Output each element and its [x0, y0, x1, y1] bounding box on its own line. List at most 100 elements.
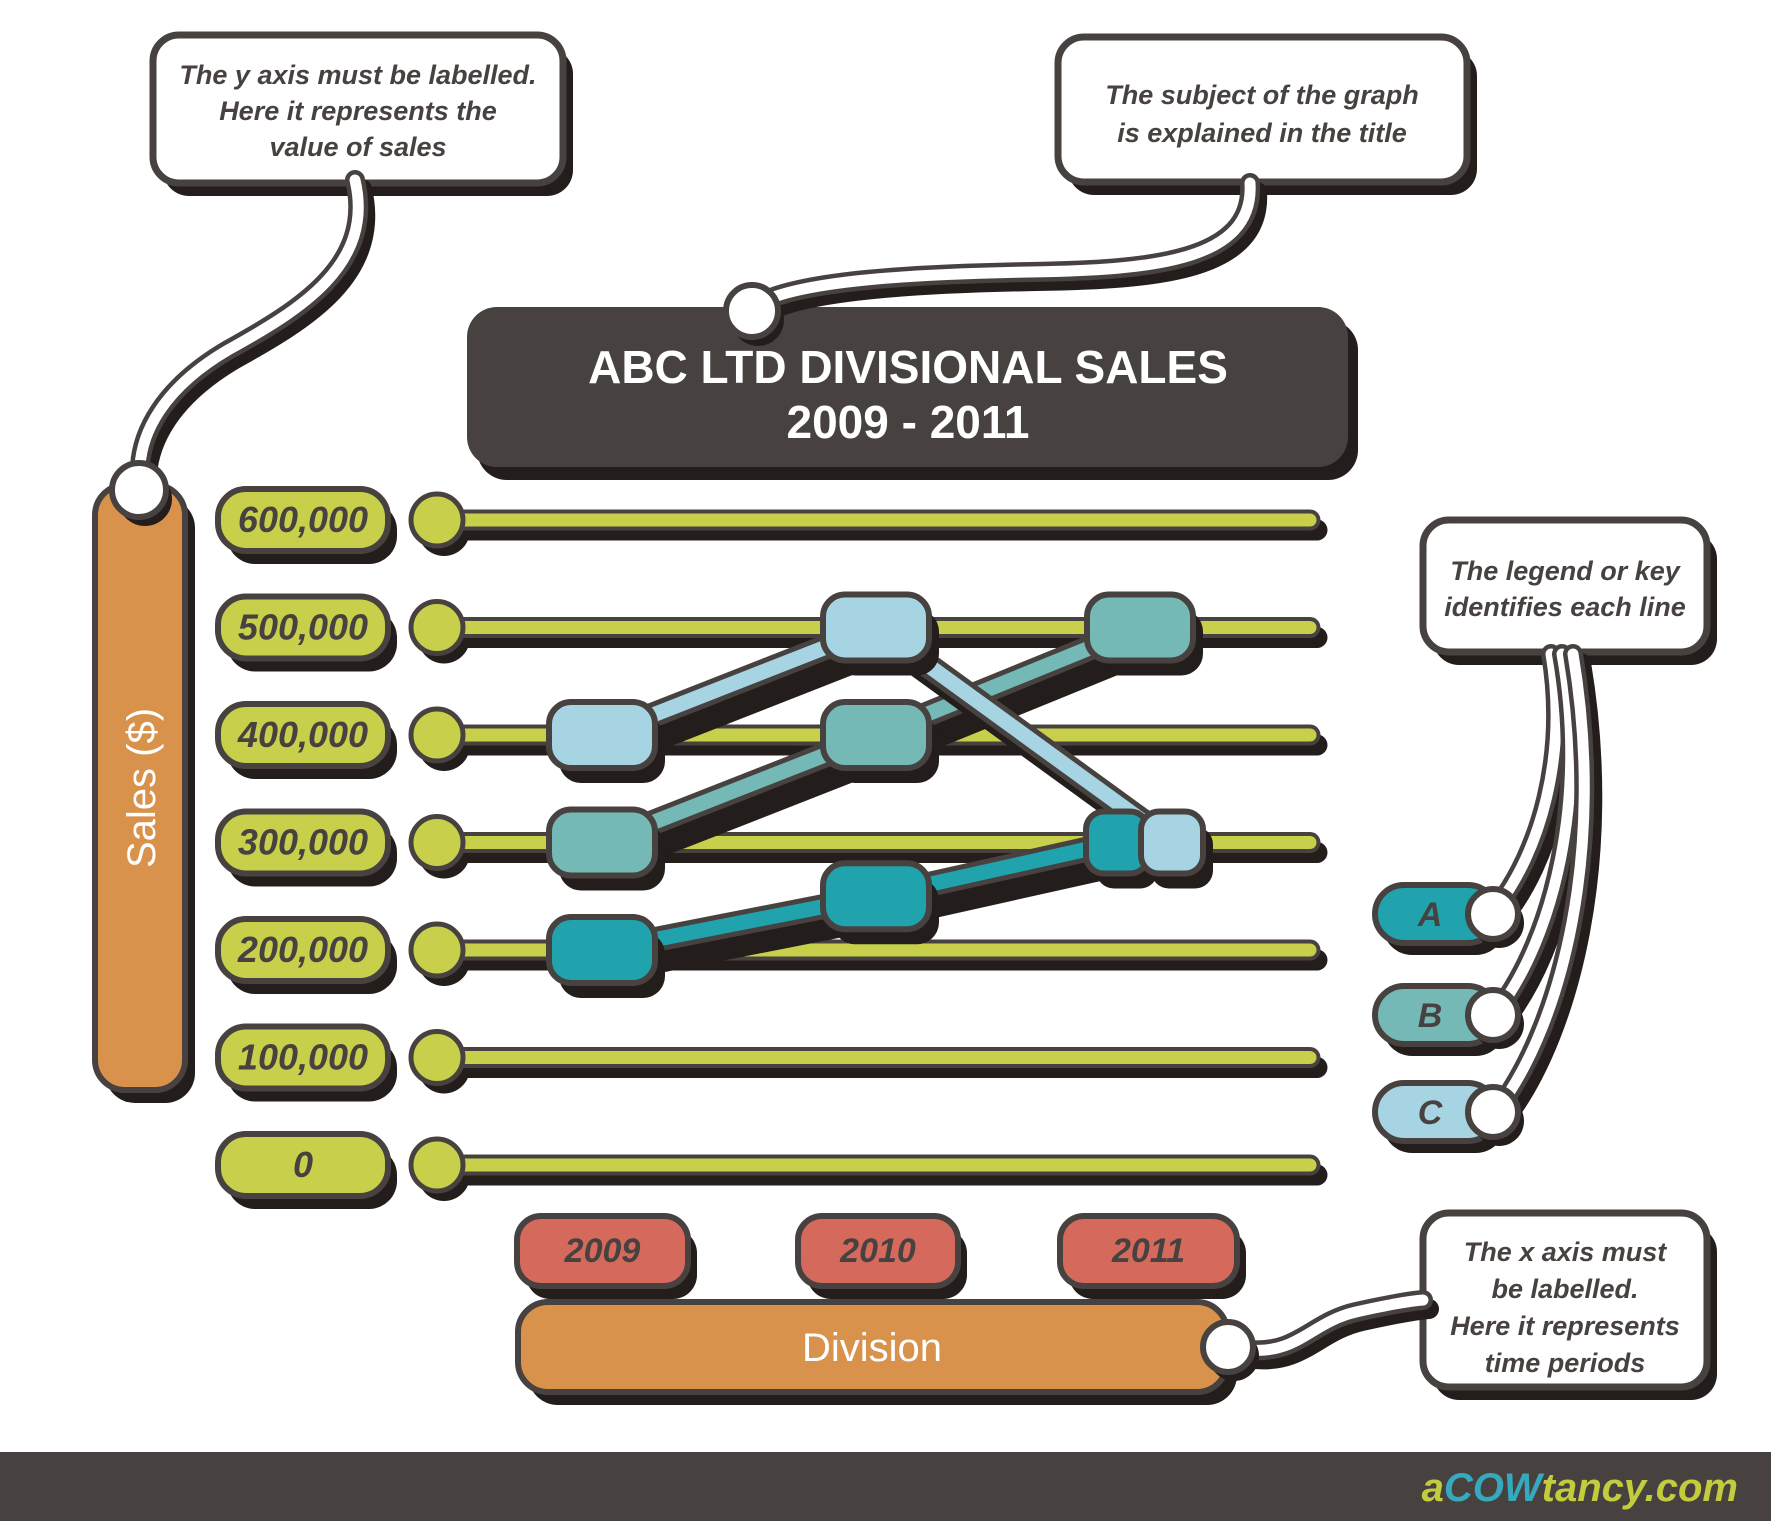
xtick-pill	[795, 1213, 961, 1289]
connector-rope	[1244, 1294, 1429, 1356]
logo-part-tancy: tancy.com	[1542, 1466, 1738, 1510]
ytick-label: 500,000	[238, 607, 368, 648]
callout-text: identifies each line	[1444, 592, 1686, 622]
gridline-row-100,000	[408, 1029, 1328, 1094]
gridline-dot	[408, 706, 466, 764]
callout-text: Here it represents the	[219, 96, 497, 126]
connector-dot	[1465, 987, 1521, 1043]
xtick-2009: 2009	[514, 1213, 697, 1299]
chart-title-plate: ABC LTD DIVISIONAL SALES 2009 - 2011	[467, 307, 1358, 480]
ytick-label: 300,000	[238, 822, 368, 863]
logo-part-cow: COW	[1444, 1466, 1545, 1510]
connector-dot	[109, 460, 169, 520]
footer: aCOWtancy.com	[0, 1452, 1771, 1521]
callout-text: The subject of the graph	[1105, 80, 1419, 110]
ytick-pill	[215, 1023, 391, 1092]
connector-rope	[1494, 648, 1590, 1112]
ytick-500,000: 500,000	[215, 593, 397, 672]
xtick-pill	[1057, 1213, 1240, 1289]
callout-box	[1054, 33, 1471, 186]
callout-text: value of sales	[269, 132, 446, 162]
ytick-pill	[215, 486, 391, 554]
callout-text: The x axis must	[1464, 1237, 1668, 1267]
xtick-2011: 2011	[1057, 1213, 1246, 1299]
gridline-row-600,000	[408, 491, 1328, 556]
connector-rope	[134, 174, 364, 472]
gridline-dot	[408, 491, 466, 549]
gridline-dot	[408, 814, 466, 871]
marker-C-2010	[820, 591, 932, 664]
connector-dot	[1465, 1084, 1521, 1140]
ytick-label: 600,000	[238, 499, 368, 540]
connector-dot	[1200, 1319, 1256, 1375]
callout-title: The subject of the graph is explained in…	[1054, 33, 1477, 195]
callout-text: is explained in the title	[1117, 118, 1407, 148]
legend-label: B	[1418, 997, 1443, 1035]
connector-dot	[723, 282, 781, 340]
marker-A-2010	[820, 860, 932, 933]
ytick-pill	[215, 808, 391, 877]
y-axis-bar: Sales ($)	[92, 482, 195, 1103]
y-axis-label: Sales ($)	[120, 708, 164, 868]
marker-B-2011	[1084, 591, 1196, 664]
legend-label: C	[1418, 1094, 1443, 1132]
x-axis-bar: Division	[515, 1299, 1237, 1405]
gridline-dot	[408, 1029, 466, 1086]
ytick-pill	[215, 916, 391, 984]
connector-rope	[752, 177, 1256, 310]
series-A-markers	[546, 808, 1158, 998]
marker-C-2011	[1138, 808, 1206, 877]
callout-text: be labelled.	[1491, 1274, 1638, 1304]
marker-A-2009	[546, 914, 658, 986]
callout-text: Here it represents	[1450, 1311, 1680, 1341]
marker-B-2010	[820, 699, 932, 771]
ytick-600,000: 600,000	[215, 486, 397, 564]
ytick-300,000: 300,000	[215, 808, 397, 887]
connector-rope	[1490, 648, 1562, 914]
xtick-2010: 2010	[795, 1213, 967, 1299]
series-B-markers	[546, 591, 1203, 891]
xtick-label: 2011	[1111, 1232, 1185, 1270]
ytick-pill	[215, 593, 391, 662]
x-axis-label: Division	[802, 1326, 942, 1370]
ytick-label: 0	[293, 1144, 313, 1185]
ytick-label: 200,000	[237, 929, 368, 970]
callout-x-axis: The x axis must be labelled. Here it rep…	[1419, 1209, 1717, 1400]
xtick-label: 2009	[564, 1232, 641, 1270]
brand-logo: aCOWtancy.com	[1422, 1466, 1738, 1510]
ytick-0: 0	[215, 1131, 397, 1209]
gridline-dot	[408, 1136, 466, 1194]
logo-part-a: a	[1422, 1466, 1444, 1510]
connector-dot	[1465, 886, 1521, 942]
callout-text: The y axis must be labelled.	[179, 60, 536, 90]
title-box	[467, 307, 1348, 467]
footer-bar	[0, 1452, 1771, 1521]
legend-label: A	[1417, 896, 1443, 934]
marker-B-2009	[546, 806, 658, 879]
xtick-label: 2010	[839, 1232, 916, 1270]
ytick-400,000: 400,000	[215, 701, 397, 779]
ytick-200,000: 200,000	[215, 916, 397, 994]
gridline-row-0	[408, 1136, 1328, 1201]
ytick-label: 400,000	[237, 714, 368, 755]
gridline-dot	[408, 599, 466, 656]
ytick-pill	[215, 1131, 391, 1199]
connector-y-axis	[109, 170, 376, 526]
connector-rope	[1492, 648, 1577, 1016]
connector-legend	[1465, 644, 1603, 1146]
callout-text: time periods	[1485, 1348, 1646, 1378]
gridline-dot	[408, 921, 466, 979]
ytick-100,000: 100,000	[215, 1023, 397, 1102]
chart-title-line2: 2009 - 2011	[786, 396, 1029, 448]
ytick-pill	[215, 701, 391, 769]
callout-y-axis: The y axis must be labelled. Here it rep…	[149, 31, 573, 196]
callout-legend: The legend or key identifies each line	[1419, 516, 1717, 665]
callout-text: The legend or key	[1450, 556, 1682, 586]
ytick-label: 100,000	[238, 1037, 368, 1078]
series-C-markers	[546, 591, 1213, 889]
marker-C-2009	[546, 699, 658, 771]
callout-box	[1419, 516, 1711, 656]
connector-title	[723, 173, 1268, 346]
chart-title-line1: ABC LTD DIVISIONAL SALES	[588, 341, 1228, 393]
